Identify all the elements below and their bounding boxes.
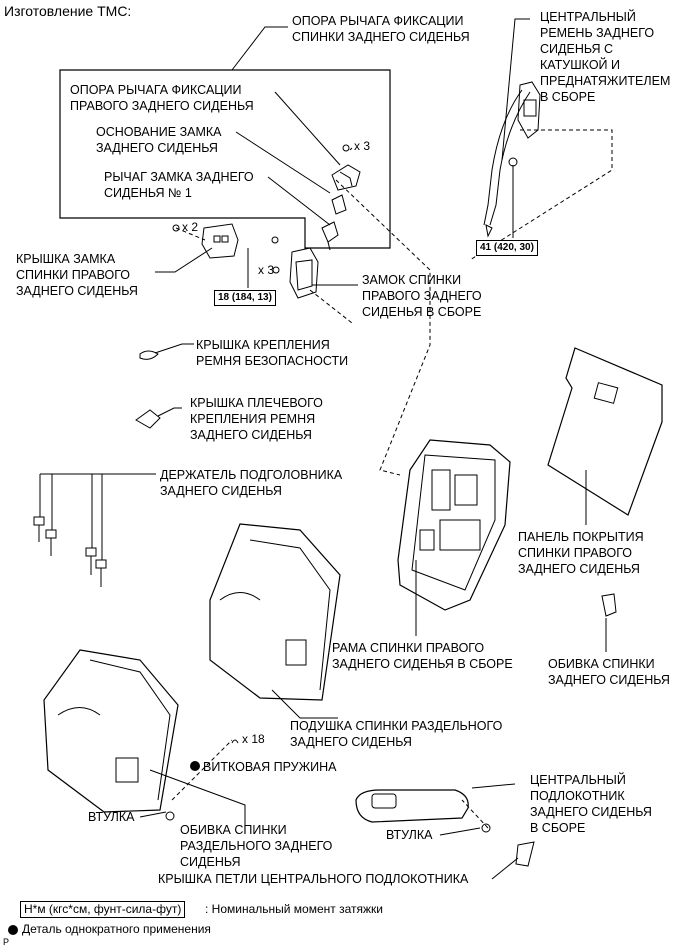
label-hinge-cover: КРЫШКА ПЕТЛИ ЦЕНТРАЛЬНОГО ПОДЛОКОТНИКА [158, 872, 469, 886]
seat-cover-drawing [43, 649, 179, 813]
lock-assy-drawing [289, 247, 319, 299]
leader-center-armrest [471, 783, 516, 789]
qty-lock-cover-screws: x 2 [182, 220, 199, 234]
label-right-lever-support: ОПОРА РЫЧАГА ФИКСАЦИИ ПРАВОГО ЗАДНЕГО СИ… [70, 83, 254, 113]
belt-cover-drawing [139, 350, 159, 360]
leader-lock-base [235, 131, 331, 194]
legend-torque-box: Н*м (кгс*см, фунт-сила-фут) [20, 901, 186, 918]
leader-shoulder-cover [157, 407, 182, 417]
leader-pad [271, 689, 338, 719]
legend-torque-text: : Номинальный момент затяжки [205, 902, 383, 916]
label-shoulder-cover: КРЫШКА ПЛЕЧЕВОГО КРЕПЛЕНИЯ РЕМНЯ ЗАДНЕГО… [190, 396, 323, 442]
label-board-panel: ПАНЕЛЬ ПОКРЫТИЯ СПИНКИ ПРАВОГО ЗАДНЕГО С… [518, 530, 644, 576]
hinge-cover-drawing [515, 841, 535, 867]
frame-drawing [397, 439, 511, 611]
inset-box [59, 69, 391, 249]
board-panel-drawing [547, 347, 663, 516]
one-time-dot-hog-ring [190, 761, 200, 771]
label-center-armrest: ЦЕНТРАЛЬНЫЙ ПОДЛОКОТНИК ЗАДНЕГО СИДЕНЬЯ … [530, 773, 652, 835]
qty-hog-rings: x 18 [242, 732, 265, 746]
lock-lever-drawing [321, 221, 339, 251]
label-frame: РАМА СПИНКИ ПРАВОГО ЗАДНЕГО СИДЕНЬЯ В СБ… [332, 641, 513, 671]
leader-bushing-right [439, 827, 481, 836]
label-seat-cover: ОБИВКА СПИНКИ РАЗДЕЛЬНОГО ЗАДНЕГО СИДЕНЬ… [180, 823, 333, 869]
label-cover-small: ОБИВКА СПИНКИ ЗАДНЕГО СИДЕНЬЯ [548, 657, 670, 687]
lock-base-drawing [331, 194, 347, 215]
label-pad: ПОДУШКА СПИНКИ РАЗДЕЛЬНОГО ЗАДНЕГО СИДЕН… [290, 719, 503, 749]
pad-drawing [209, 523, 341, 701]
label-hog-ring: ВИТКОВАЯ ПРУЖИНА [203, 760, 337, 774]
leader-lock-cover [155, 247, 213, 273]
label-bushing-right: ВТУЛКА [386, 828, 433, 842]
leader-seat-cover [149, 769, 246, 826]
leader-central-belt [501, 18, 530, 161]
leader-right-lever-support [274, 91, 341, 166]
label-bushing-left: ВТУЛКА [88, 810, 135, 824]
torque-lock: 18 (184, 13) [214, 290, 276, 306]
leader-lever-support [231, 26, 288, 71]
corner-mark: P [3, 937, 10, 947]
shoulder-cover-drawing [135, 409, 161, 429]
cover-small-drawing [601, 593, 617, 617]
header-title: Изготовление TMC: [4, 3, 132, 19]
leader-lock-lever [267, 176, 331, 226]
qty-lever-support-bolts: x 3 [354, 139, 371, 153]
label-central-belt: ЦЕНТРАЛЬНЫЙ РЕМЕНЬ ЗАДНЕГО СИДЕНЬЯ С КАТ… [540, 10, 671, 104]
label-lock-cover: КРЫШКА ЗАМКА СПИНКИ ПРАВОГО ЗАДНЕГО СИДЕ… [16, 252, 138, 298]
central-belt-drawing [483, 81, 541, 238]
label-headrest-holder: ДЕРЖАТЕЛЬ ПОДГОЛОВНИКА ЗАДНЕГО СИДЕНЬЯ [160, 468, 343, 498]
label-lock-base: ОСНОВАНИЕ ЗАМКА ЗАДНЕГО СИДЕНЬЯ [96, 125, 222, 155]
leader-hinge-cover [491, 857, 519, 880]
leader-belt-cover [154, 343, 194, 354]
lock-cover-drawing [201, 223, 239, 259]
right-lever-support-drawing [331, 164, 361, 191]
label-belt-cover: КРЫШКА КРЕПЛЕНИЯ РЕМНЯ БЕЗОПАСНОСТИ [196, 338, 349, 368]
label-lever-support: ОПОРА РЫЧАГА ФИКСАЦИИ СПИНКИ ЗАДНЕГО СИД… [292, 14, 470, 44]
headrest-holders-drawing [33, 516, 107, 587]
legend-one-time-text: Деталь однократного применения [22, 922, 211, 936]
label-lock-lever: РЫЧАГ ЗАМКА ЗАДНЕГО СИДЕНЬЯ № 1 [104, 170, 254, 200]
center-armrest-drawing [355, 789, 469, 823]
legend-one-time-dot [8, 925, 18, 935]
label-lock-assy: ЗАМОК СПИНКИ ПРАВОГО ЗАДНЕГО СИДЕНЬЯ В С… [362, 273, 482, 319]
leader-bushing-left [139, 811, 167, 818]
torque-belt: 41 (420, 30) [476, 240, 538, 256]
qty-lock-bolts: x 3 [258, 263, 275, 277]
